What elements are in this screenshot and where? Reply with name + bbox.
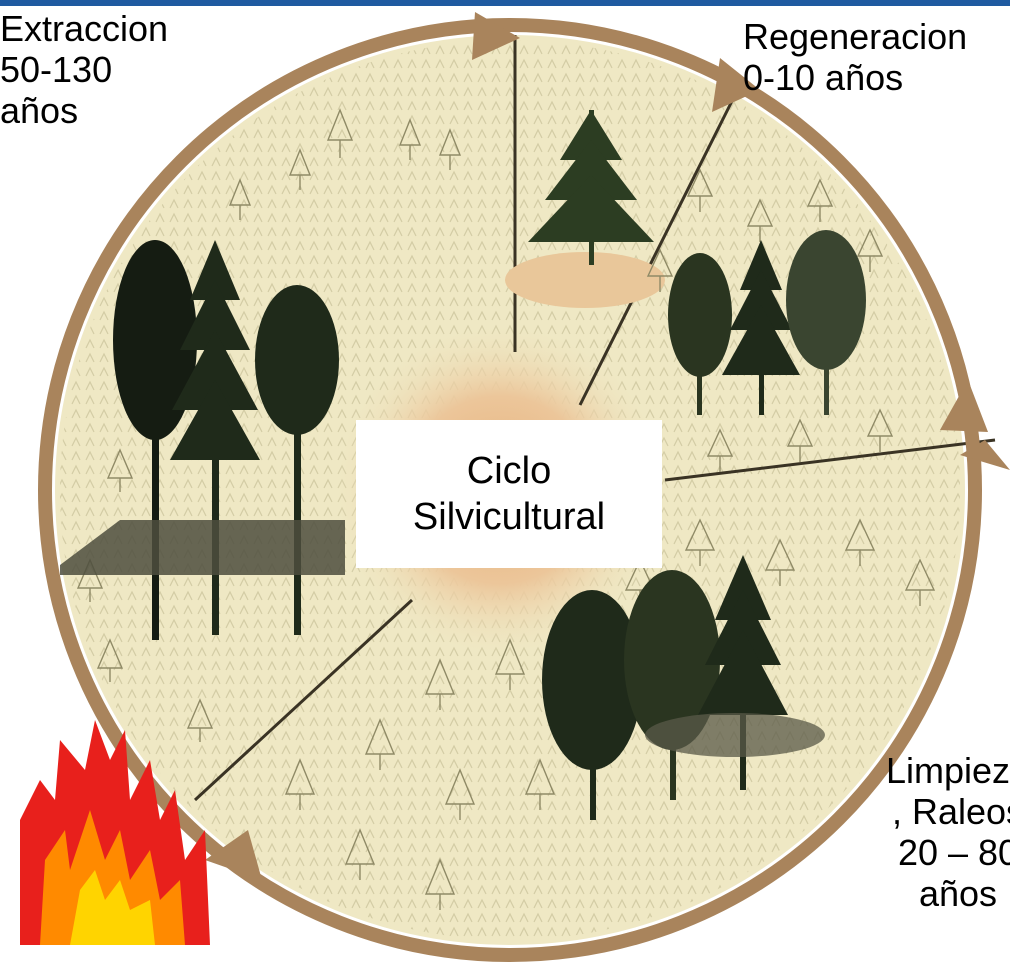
center-title-line1: Ciclo — [467, 448, 551, 494]
cycle-center-label: Ciclo Silvicultural — [356, 420, 662, 568]
stage-label-regeneracion: Regeneracion 0-10 años — [743, 16, 967, 98]
slash-pile — [645, 713, 825, 757]
stage-label-limpieza: Limpieza , Raleos 20 – 80 años — [848, 750, 1010, 914]
soil-mound — [505, 252, 665, 308]
stage-label-extraccion: Extraccion 50-130 años — [0, 8, 168, 131]
center-title-line2: Silvicultural — [413, 494, 605, 540]
